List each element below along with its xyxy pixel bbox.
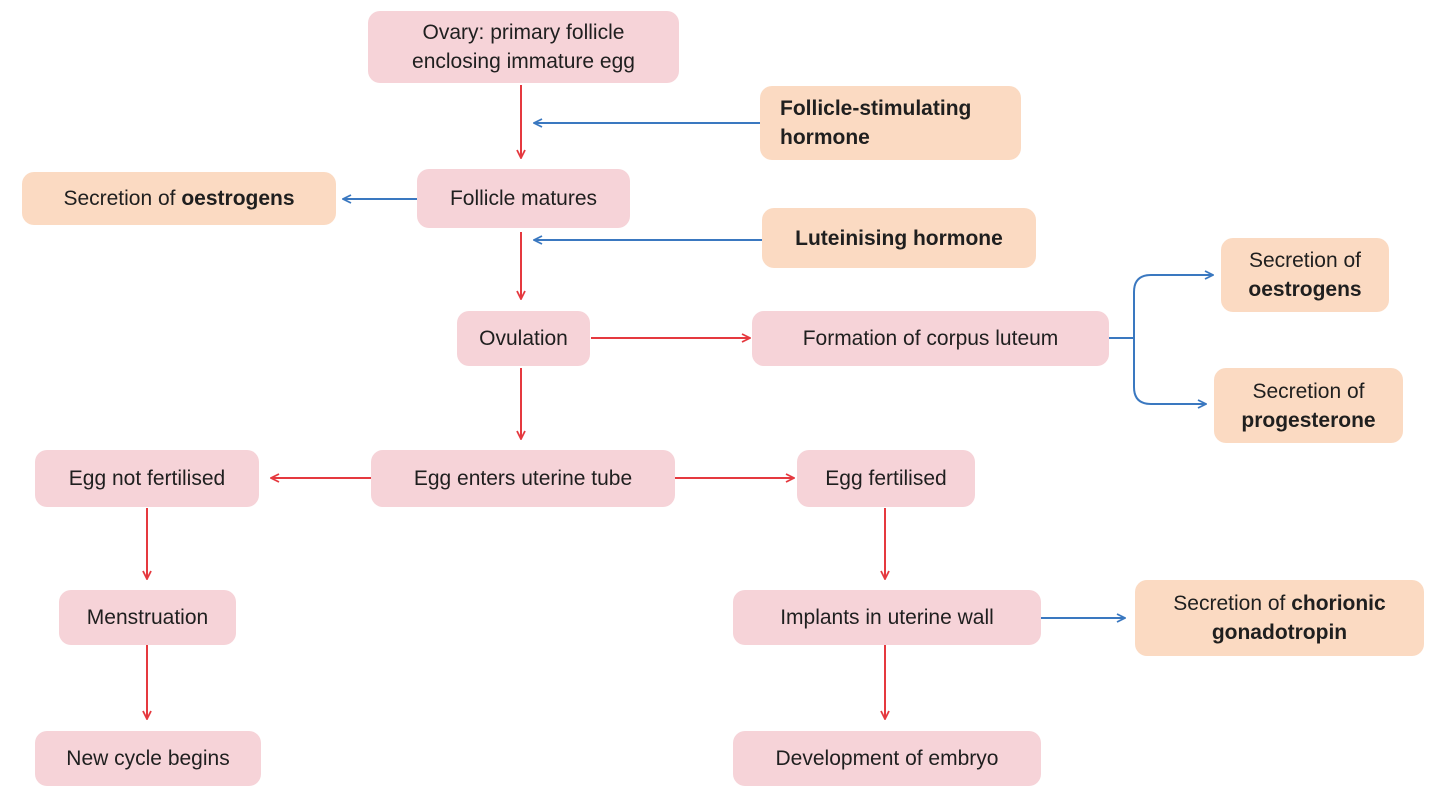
oestrogens-right-box: Secretion of oestrogens bbox=[1221, 238, 1389, 312]
fsh-box: Follicle-stimulating hormone bbox=[760, 86, 1021, 160]
egg-fertilised-text: Egg fertilised bbox=[825, 467, 947, 490]
ovary-box: Ovary: primary follicle enclosing immatu… bbox=[368, 11, 679, 83]
chorionic-box: Secretion of chorionic gonadotropin bbox=[1135, 580, 1424, 656]
egg-fertilised-box: Egg fertilised bbox=[797, 450, 975, 507]
progesterone-bold: progesterone bbox=[1241, 408, 1376, 432]
chorionic-prefix: Secretion of bbox=[1173, 592, 1292, 615]
corpus-luteum-text: Formation of corpus luteum bbox=[802, 327, 1059, 350]
egg-not-fertilised-text: Egg not fertilised bbox=[68, 467, 226, 490]
oestrogens-left-bold: oestrogens bbox=[181, 187, 295, 210]
fsh-line1: Follicle-stimulating bbox=[780, 97, 972, 120]
corpus-luteum-box: Formation of corpus luteum bbox=[752, 311, 1109, 366]
follicle-matures-text: Follicle matures bbox=[449, 187, 598, 210]
egg-not-fertilised-box: Egg not fertilised bbox=[35, 450, 259, 507]
egg-enters-text: Egg enters uterine tube bbox=[413, 467, 633, 490]
follicle-matures-box: Follicle matures bbox=[417, 169, 630, 228]
arrow-corpus-to-oestrogens bbox=[1108, 275, 1213, 339]
implants-text: Implants in uterine wall bbox=[780, 606, 994, 629]
fsh-line2: hormone bbox=[780, 126, 870, 149]
oestrogens-right-line1: Secretion of bbox=[1248, 249, 1362, 272]
lh-text: Luteinising hormone bbox=[795, 226, 1003, 250]
arrow-corpus-to-progesterone bbox=[1133, 338, 1206, 404]
embryo-text: Development of embryo bbox=[775, 747, 999, 770]
ovary-line1: Ovary: primary follicle bbox=[422, 21, 625, 44]
lh-box: Luteinising hormone bbox=[762, 208, 1036, 268]
ovulation-text: Ovulation bbox=[479, 327, 568, 350]
oestrogens-left-box: Secretion of oestrogens bbox=[22, 172, 336, 225]
progesterone-line1: Secretion of bbox=[1252, 379, 1365, 403]
oestrogens-right-bold: oestrogens bbox=[1248, 278, 1362, 301]
chorionic-bold2: gonadotropin bbox=[1211, 621, 1348, 644]
implants-box: Implants in uterine wall bbox=[733, 590, 1041, 645]
new-cycle-box: New cycle begins bbox=[35, 731, 261, 786]
chorionic-bold1: chorionic bbox=[1291, 592, 1386, 615]
progesterone-box: Secretion of progesterone bbox=[1214, 368, 1403, 443]
menstruation-box: Menstruation bbox=[59, 590, 236, 645]
embryo-box: Development of embryo bbox=[733, 731, 1041, 786]
ovulation-box: Ovulation bbox=[457, 311, 590, 366]
oestrogens-left-prefix: Secretion of bbox=[63, 187, 182, 210]
egg-enters-box: Egg enters uterine tube bbox=[371, 450, 675, 507]
ovary-line2: enclosing immature egg bbox=[412, 50, 635, 73]
new-cycle-text: New cycle begins bbox=[66, 747, 230, 770]
menstruation-text: Menstruation bbox=[86, 606, 209, 629]
